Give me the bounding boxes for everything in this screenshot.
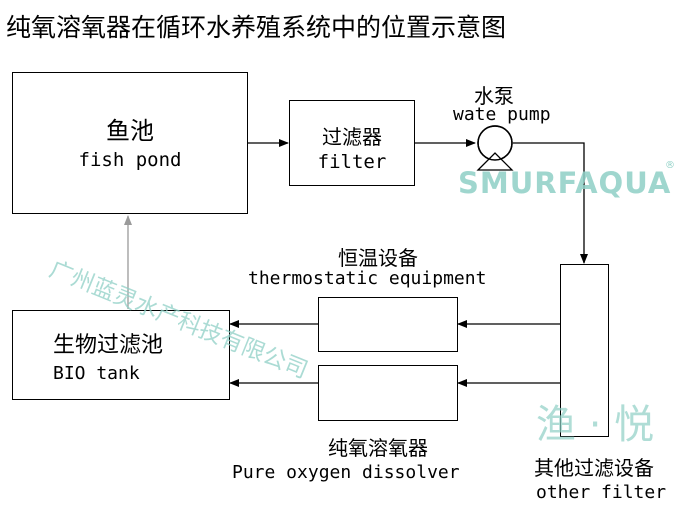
bio-tank-zh-label: 生物过滤池	[53, 333, 164, 358]
thermostatic-en-label: thermostatic equipment	[248, 268, 487, 289]
arrow-pump-to-other-filter	[513, 142, 588, 264]
oxygen-dissolver-box	[318, 365, 458, 421]
bio-tank-box: 生物过滤池 BIO tank	[12, 310, 230, 400]
oxygen-zh-label: 纯氧溶氧器	[328, 436, 428, 460]
other-filter-box	[560, 264, 609, 437]
fish-pond-en-label: fish pond	[78, 149, 182, 171]
pump-zh-label: 水泵	[474, 84, 514, 108]
fish-pond-zh-label: 鱼池	[106, 117, 154, 145]
thermostatic-box	[318, 297, 458, 352]
oxygen-en-label: Pure oxygen dissolver	[232, 462, 460, 483]
pump-en-label: wate pump	[453, 104, 551, 125]
filter-box: 过滤器 filter	[289, 100, 415, 186]
bio-tank-en-label: BIO tank	[53, 363, 140, 384]
filter-en-label: filter	[317, 151, 387, 173]
diagram-title: 纯氧溶氧器在循环水养殖系统中的位置示意图	[6, 13, 507, 42]
pump-icon	[476, 125, 514, 171]
thermostatic-zh-label: 恒温设备	[338, 246, 418, 270]
filter-zh-label: 过滤器	[322, 125, 382, 149]
other-filter-zh-label: 其他过滤设备	[534, 456, 654, 480]
fish-pond-box: 鱼池 fish pond	[12, 72, 248, 214]
other-filter-en-label: other filter	[536, 482, 667, 503]
